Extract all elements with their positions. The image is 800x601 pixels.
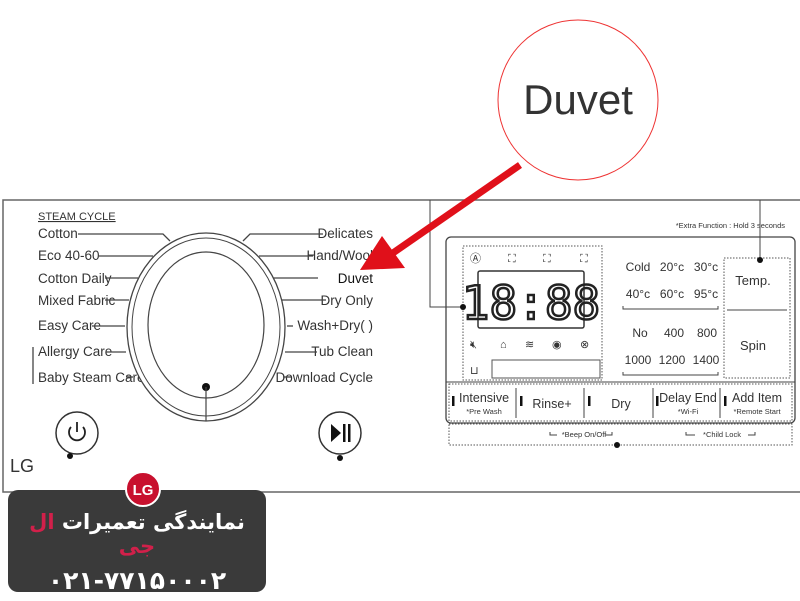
delay-end-button[interactable]: Delay End *Wi-Fi	[659, 391, 717, 416]
red-arrow	[360, 162, 522, 270]
svg-text:Delay End: Delay End	[659, 391, 717, 405]
temp-option: Cold	[626, 260, 651, 274]
program-hand-wool[interactable]: Hand/Wool	[306, 248, 373, 263]
brand-label: LG	[10, 456, 34, 476]
svg-text:*Wi-Fi: *Wi-Fi	[678, 407, 699, 416]
svg-text:Spin: Spin	[740, 338, 766, 353]
svg-text:Dry: Dry	[611, 397, 631, 411]
banner-title: نمایندگی تعمیرات	[61, 510, 245, 534]
program-download-cycle[interactable]: Download Cycle	[275, 370, 373, 385]
program-baby-steam-care[interactable]: Baby Steam Care	[38, 370, 145, 385]
program-allergy-care[interactable]: Allergy Care	[38, 344, 112, 359]
svg-text:*Remote Start: *Remote Start	[733, 407, 781, 416]
spin-button[interactable]: Spin	[740, 338, 766, 353]
detergent-icon: ⊔	[470, 365, 479, 377]
service-banner: نمایندگی تعمیرات ال جی ۰۲۱-۷۷۱۵۰۰۰۲	[8, 490, 266, 595]
display-digits: 18:88	[462, 276, 600, 330]
display-panel	[445, 236, 796, 424]
child-lock-label: *Child Lock	[703, 430, 741, 439]
power-button[interactable]	[55, 411, 99, 459]
svg-text:*Pre Wash: *Pre Wash	[466, 407, 502, 416]
display-area	[462, 245, 603, 381]
program-duvet[interactable]: Duvet	[338, 271, 374, 286]
program-cotton-daily[interactable]: Cotton Daily	[38, 271, 112, 286]
program-wash-dry[interactable]: Wash+Dry( )	[297, 318, 373, 333]
program-delicates[interactable]: Delicates	[317, 226, 373, 241]
program-eco[interactable]: Eco 40-60	[38, 248, 100, 263]
ai-icon: Ⓐ	[470, 252, 481, 265]
temp-option: 20°c	[660, 260, 684, 274]
lock-icon: ⌂	[500, 339, 507, 351]
spin-option: No	[632, 326, 648, 340]
add-item-button[interactable]: Add Item *Remote Start	[732, 391, 782, 416]
tub-icon: ⊗	[580, 339, 589, 351]
rinse-plus-button[interactable]: Rinse+	[532, 397, 571, 411]
lg-logo: LG	[125, 471, 161, 507]
svg-text:Rinse+: Rinse+	[532, 397, 571, 411]
program-mixed-fabric[interactable]: Mixed Fabric	[38, 293, 116, 308]
intensive-button[interactable]: Intensive *Pre Wash	[459, 391, 509, 416]
shirt-list-icon: ⛶	[580, 253, 588, 265]
power-icon	[68, 426, 86, 442]
spin-option: 1400	[693, 353, 720, 367]
steam-shirt-icon: ⛶	[508, 253, 516, 265]
temp-option: 60°c	[660, 287, 684, 301]
spin-option: 800	[697, 326, 717, 340]
steam-cycle-label: STEAM CYCLE	[38, 211, 116, 223]
callout-label: Duvet	[523, 76, 633, 123]
dry-button[interactable]: Dry	[611, 397, 631, 411]
start-pause-button[interactable]	[318, 411, 362, 461]
temp-option: 95°c	[694, 287, 718, 301]
temp-option: 40°c	[626, 287, 650, 301]
beep-label: *Beep On/Off	[562, 430, 607, 439]
shirt-icon: ⛶	[543, 253, 551, 265]
mute-icon: 🔇︎	[470, 339, 477, 351]
program-dry-only[interactable]: Dry Only	[320, 293, 373, 308]
digital-display	[477, 270, 585, 329]
program-leader-lines	[32, 233, 326, 384]
banner-phone: ۰۲۱-۷۷۱۵۰۰۰۲	[47, 566, 227, 595]
svg-text:Add Item: Add Item	[732, 391, 782, 405]
program-tub-clean[interactable]: Tub Clean	[311, 344, 373, 359]
extra-function-note: *Extra Function : Hold 3 seconds	[676, 221, 785, 230]
banner-brand-title: ال جی	[29, 510, 156, 558]
remote-start-icon: ◉	[552, 339, 562, 351]
display-status-icons: Ⓐ ⛶ ⛶ ⛶ 🔇︎ ⌂ ≋ ◉ ⊗ ⊔	[470, 252, 589, 377]
wifi-icon: ≋	[525, 339, 534, 351]
temp-option: 30°c	[694, 260, 718, 274]
spin-option: 400	[664, 326, 684, 340]
play-pause-icon	[331, 424, 341, 442]
program-cotton[interactable]: Cotton	[38, 226, 78, 241]
svg-text:Temp.: Temp.	[735, 273, 770, 288]
spin-option: 1200	[659, 353, 686, 367]
callout-circle	[497, 19, 659, 181]
spin-option: 1000	[625, 353, 652, 367]
temp-button[interactable]: Temp.	[735, 273, 770, 288]
program-easy-care[interactable]: Easy Care	[38, 318, 101, 333]
svg-text:Intensive: Intensive	[459, 391, 509, 405]
